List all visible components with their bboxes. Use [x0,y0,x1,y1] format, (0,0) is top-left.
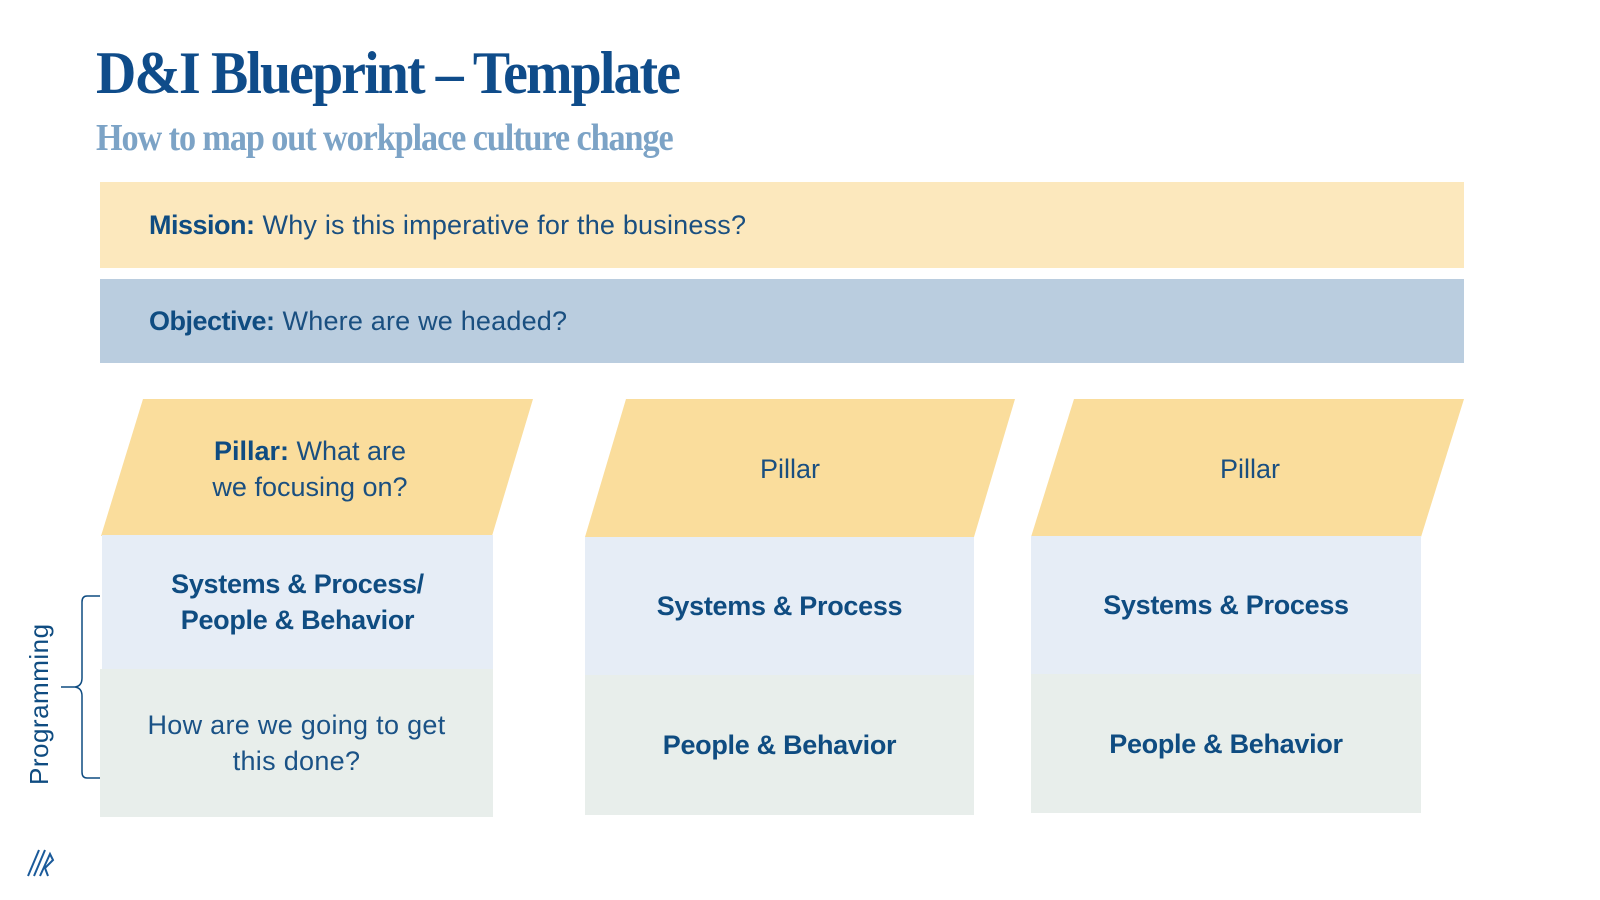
pillar-1-question-line2: we focusing on? [212,472,408,502]
pillar-3-upper-text: Systems & Process [1103,590,1349,620]
pillar-2-shape [585,399,1015,537]
pillar-1-upper-line2: People & Behavior [180,605,415,635]
pillar-1-systems-people-box: Systems & Process/ People & Behavior [102,535,493,669]
mission-label: Mission: [149,209,255,240]
pillar-1-label: Pillar: [213,436,289,466]
pillar-2-header: Pillar [600,420,980,518]
page-title: D&I Blueprint – Template [96,40,681,106]
objective-label: Objective: [149,305,275,336]
pillar-3-label: Pillar [1219,454,1280,484]
pillar-3-systems-process-box: Systems & Process [1031,536,1421,674]
mission-banner: Mission: Why is this imperative for the … [100,182,1464,268]
pillar-2-label: Pillar [759,454,820,484]
objective-text: Where are we headed? [282,305,568,336]
brace-icon [61,595,100,779]
pillar-1-header: Pillar: What are we focusing on? [140,420,480,518]
page-subtitle: How to map out workplace culture change [96,117,674,159]
pillar-1-question-line1: What are [296,436,407,466]
pillar-1-how-box: How are we going to get this done? [100,669,493,817]
pillar-1-lower-line1: How are we going to get [147,710,446,740]
pillar-3-people-behavior-box: People & Behavior [1031,674,1421,813]
pillar-1-upper-line1: Systems & Process/ [171,569,424,599]
pillar-3-lower-text: People & Behavior [1109,728,1343,759]
brand-logo-icon [27,849,55,877]
programming-label: Programming [24,623,54,785]
objective-banner: Objective: Where are we headed? [100,279,1464,363]
pillar-2-people-behavior-box: People & Behavior [585,675,974,815]
pillar-2-lower-text: People & Behavior [662,730,897,760]
pillar-2-upper-text: Systems & Process [656,591,903,621]
pillar-1-lower-line2: this done? [232,746,361,776]
pillar-3-header: Pillar [1060,420,1440,518]
pillar-2-systems-process-box: Systems & Process [585,537,974,675]
mission-text: Why is this imperative for the business? [262,209,747,240]
pillar-1-shape [101,399,533,536]
pillar-3-shape [1031,399,1464,537]
